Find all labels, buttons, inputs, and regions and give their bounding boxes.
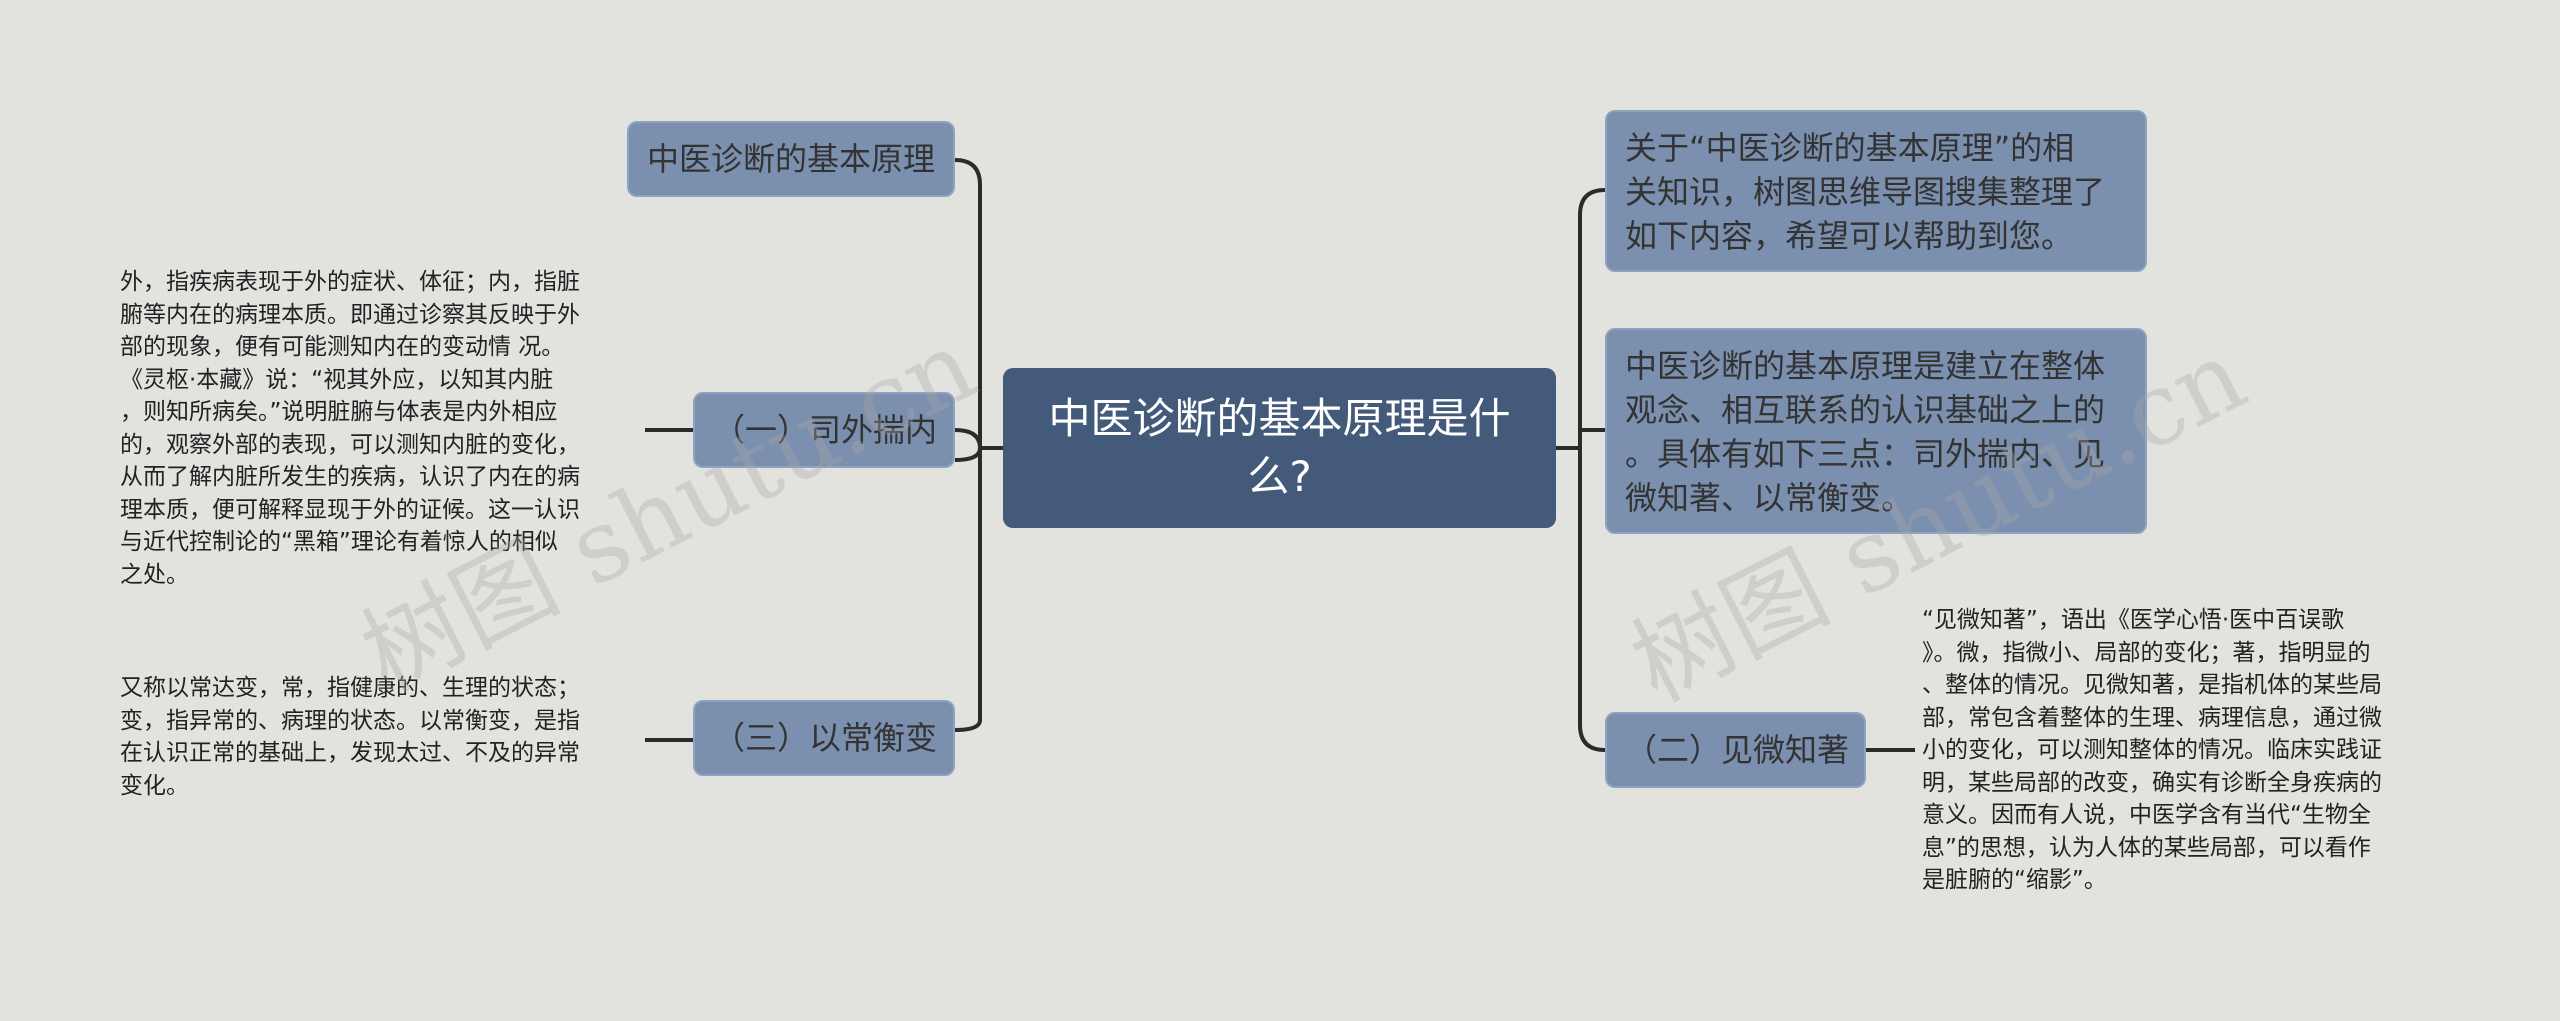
left-title-label: 中医诊断的基本原理 — [647, 140, 936, 178]
branch-sizhuai-label: （一）司外揣内 — [713, 411, 938, 449]
connector-left-branch1 — [954, 428, 982, 449]
left-title-node[interactable]: 中医诊断的基本原理 — [627, 121, 955, 197]
detail-jianwei: “见微知著”，语出《医学心悟·医中百误歌 》。微，指微小、局部的变化；著，指明显… — [1922, 607, 2382, 893]
connector-left-title — [954, 158, 982, 732]
connector-left-spine-mid — [954, 447, 982, 462]
branch-node-jianwei[interactable]: （二）见微知著 — [1605, 712, 1866, 788]
detail-yichang: 又称以常达变，常，指健康的、生理的状态； 变，指异常的、病理的状态。以常衡变，是… — [120, 675, 580, 799]
summary-node[interactable]: 中医诊断的基本原理是建立在整体 观念、相互联系的认识基础之上的 。具体有如下三点… — [1605, 328, 2147, 534]
intro-node[interactable]: 关于“中医诊断的基本原理”的相 关知识，树图思维导图搜集整理了 如下内容，希望可… — [1605, 110, 2147, 272]
branch-yichang-label: （三）以常衡变 — [713, 719, 938, 757]
detail-sizhuai: 外，指疾病表现于外的症状、体征；内，指脏 腑等内在的病理本质。即通过诊察其反映于… — [120, 269, 580, 588]
connector-right-spine — [1578, 188, 1606, 752]
summary-label: 中医诊断的基本原理是建立在整体 观念、相互联系的认识基础之上的 。具体有如下三点… — [1625, 347, 2106, 517]
intro-label: 关于“中医诊断的基本原理”的相 关知识，树图思维导图搜集整理了 如下内容，希望可… — [1625, 129, 2106, 255]
branch-node-yichang[interactable]: （三）以常衡变 — [693, 700, 955, 776]
branch-jianwei-label: （二）见微知著 — [1625, 731, 1850, 769]
root-topic-label: 中医诊断的基本原理是什么? — [1048, 394, 1511, 501]
root-topic[interactable]: 中医诊断的基本原理是什么? — [1003, 368, 1556, 528]
branch-node-sizhuai[interactable]: （一）司外揣内 — [693, 392, 955, 468]
